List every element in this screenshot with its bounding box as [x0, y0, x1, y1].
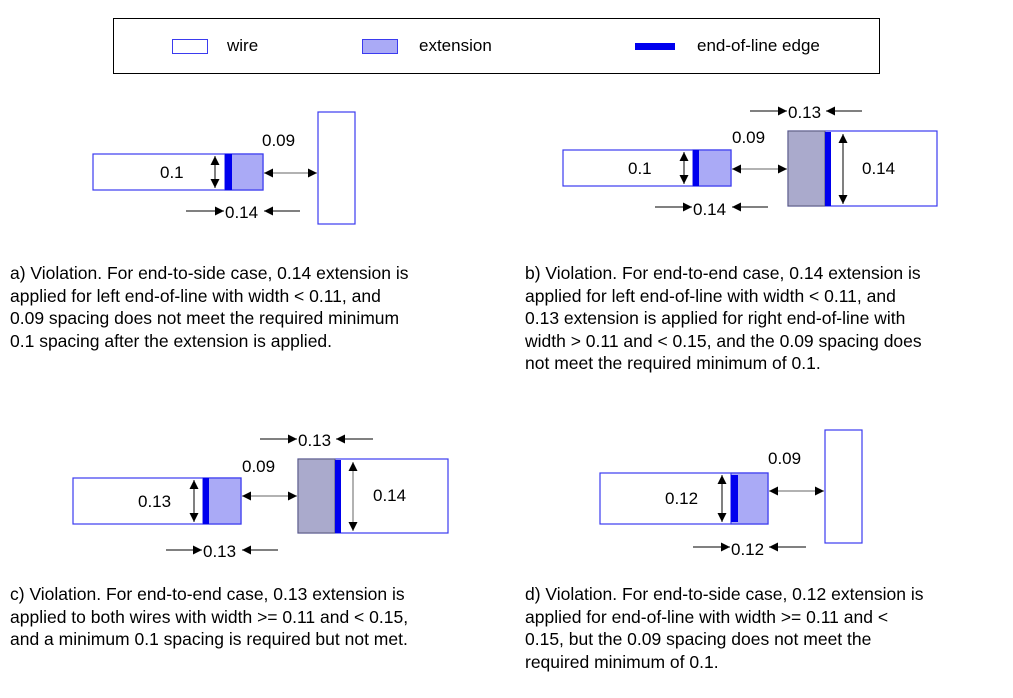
right-extension-region — [297, 458, 336, 534]
diagram-c: 0.13 0.14 0.09 0.13 0.13 — [72, 431, 449, 561]
right-extension-label: 0.13 — [788, 103, 821, 122]
right-width-label: 0.14 — [862, 159, 895, 178]
caption-c: c) Violation. For end-to-end case, 0.13 … — [10, 584, 409, 649]
diagram-d: 0.12 0.09 0.12 — [599, 429, 863, 559]
side-wire — [317, 111, 356, 225]
side-wire — [824, 429, 863, 544]
caption-a: a) Violation. For end-to-side case, 0.14… — [10, 263, 409, 351]
legend-label-extension: extension — [419, 36, 492, 55]
extension-label: 0.12 — [731, 540, 764, 559]
diagram-b: 0.1 0.14 0.09 0.14 0.13 — [562, 103, 938, 219]
legend-box: wire extension end-of-line edge — [113, 18, 880, 74]
caption-d: d) Violation. For end-to-side case, 0.12… — [525, 584, 924, 672]
left-width-label: 0.1 — [628, 159, 652, 178]
right-extension-label: 0.13 — [298, 431, 331, 450]
spacing-label: 0.09 — [768, 449, 801, 468]
left-extension-region — [692, 149, 732, 187]
left-extension-label: 0.13 — [203, 542, 236, 561]
end-of-line-edge — [731, 475, 738, 522]
spacing-label: 0.09 — [262, 131, 295, 150]
right-end-of-line-edge — [335, 460, 341, 533]
spacing-label: 0.09 — [732, 128, 765, 147]
diagram-a: 0.1 0.09 0.14 — [92, 111, 356, 225]
right-end-of-line-edge — [825, 132, 831, 206]
left-end-of-line-edge — [693, 150, 699, 186]
right-extension-region — [787, 130, 826, 207]
left-width-label: 0.13 — [138, 492, 171, 511]
end-of-line-edge — [225, 154, 232, 190]
spacing-label: 0.09 — [242, 457, 275, 476]
legend-label-end-of-line-edge: end-of-line edge — [697, 36, 820, 55]
end-of-line-edge-swatch-icon — [635, 43, 675, 50]
extension-swatch-icon — [362, 39, 398, 54]
caption-b: b) Violation. For end-to-end case, 0.14 … — [525, 263, 922, 373]
width-label: 0.12 — [665, 489, 698, 508]
left-end-of-line-edge — [203, 478, 209, 524]
right-width-label: 0.14 — [373, 486, 406, 505]
wire-swatch-icon — [172, 39, 208, 54]
left-extension-region — [202, 477, 242, 525]
width-label: 0.1 — [160, 163, 184, 182]
left-extension-label: 0.14 — [693, 200, 726, 219]
extension-label: 0.14 — [225, 203, 258, 222]
legend-label-wire: wire — [227, 36, 259, 55]
